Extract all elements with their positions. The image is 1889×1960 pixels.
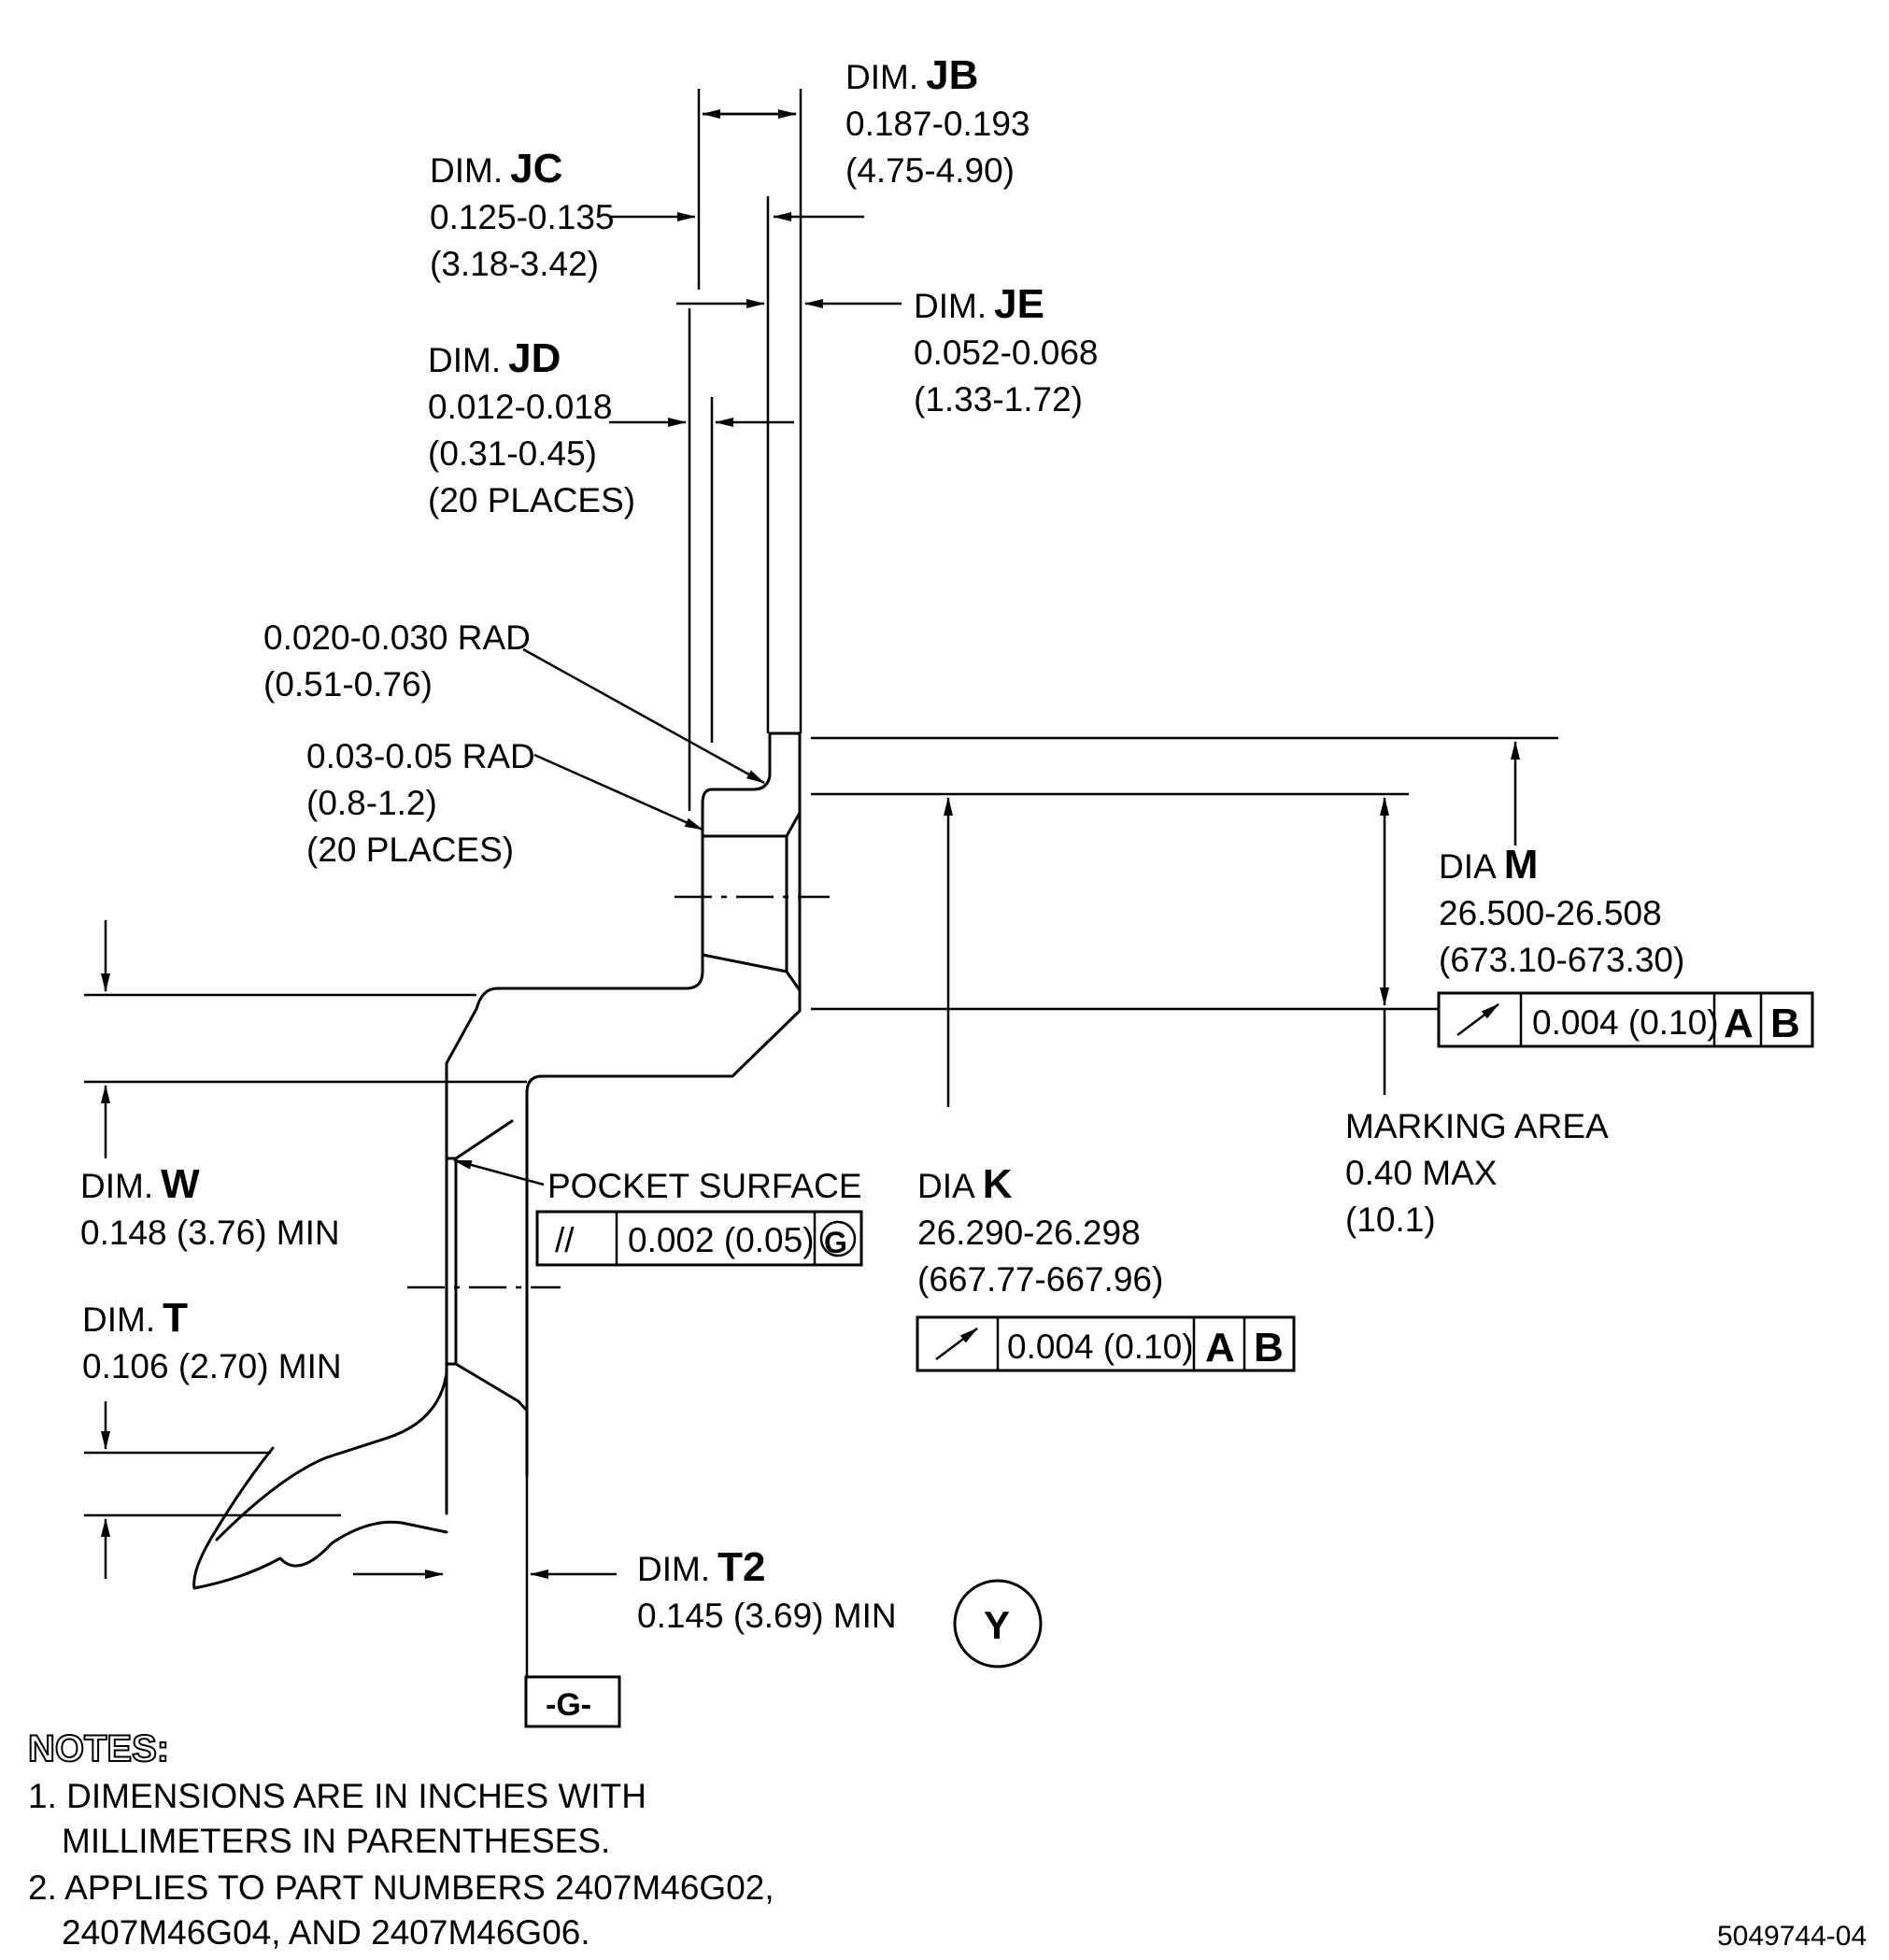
dim-jd-mm: (0.31-0.45) xyxy=(428,434,597,473)
runout-arrow-icon xyxy=(1456,1003,1499,1036)
parallelism-icon: // xyxy=(555,1221,575,1259)
datum-g-circle-icon xyxy=(819,1220,857,1257)
dia-m-mm: (673.10-673.30) xyxy=(1439,941,1684,979)
dim-jd-places: (20 PLACES) xyxy=(428,481,635,519)
body-break xyxy=(192,1371,448,1590)
dia-m-inch: 26.500-26.508 xyxy=(1439,894,1662,932)
fcf-m-datum-a: A xyxy=(1724,1001,1754,1046)
dim-je-inch: 0.052-0.068 xyxy=(914,334,1099,372)
fcf-m-datum-b: B xyxy=(1770,1001,1800,1046)
note-1b: MILLIMETERS IN PARENTHESES. xyxy=(62,1822,610,1860)
dim-jd-label: DIM.JD xyxy=(428,335,561,381)
dim-t-value: 0.106 (2.70) MIN xyxy=(82,1347,342,1385)
note-1a: 1. DIMENSIONS ARE IN INCHES WITH xyxy=(28,1777,646,1815)
fcf-m-tolerance: 0.004 (0.10) xyxy=(1532,1003,1719,1042)
extension-lines xyxy=(84,89,1558,1677)
dim-jc-inch: 0.125-0.135 xyxy=(430,198,615,236)
pocket-surface-label: POCKET SURFACE xyxy=(547,1167,862,1205)
dim-w-value: 0.148 (3.76) MIN xyxy=(80,1214,340,1252)
fcf-k-datum-b: B xyxy=(1254,1325,1284,1371)
fcf-runout-k: 0.004 (0.10) A B xyxy=(916,1315,1296,1372)
fcf-parallelism: // 0.002 (0.05) G xyxy=(535,1210,863,1267)
fcf-k-datum-a: A xyxy=(1205,1325,1235,1371)
rad2-mm: (0.8-1.2) xyxy=(306,784,437,822)
bolt-hole-upper xyxy=(701,811,802,992)
flange-outline xyxy=(525,731,802,1478)
dim-jc-label: DIM.JC xyxy=(430,146,562,192)
dim-jc-mm: (3.18-3.42) xyxy=(430,245,599,283)
view-y-label: Y xyxy=(984,1603,1010,1647)
dim-t2-value: 0.145 (3.69) MIN xyxy=(637,1597,897,1635)
fcf-runout-m: 0.004 (0.10) A B xyxy=(1437,991,1814,1048)
note-2b: 2407M46G04, AND 2407M46G06. xyxy=(62,1913,590,1952)
rad2-inch: 0.03-0.05 RAD xyxy=(306,737,535,775)
dim-je-mm: (1.33-1.72) xyxy=(914,380,1083,419)
dia-k-mm: (667.77-667.96) xyxy=(917,1260,1163,1299)
marking-area-label: MARKING AREA xyxy=(1345,1107,1609,1145)
drawing-number: 5049744-04 xyxy=(1717,1921,1867,1952)
rad2-places: (20 PLACES) xyxy=(306,831,514,869)
dim-t-label: DIM.T xyxy=(82,1295,188,1341)
dim-t2-label: DIM.T2 xyxy=(637,1544,765,1590)
dia-k-inch: 26.290-26.298 xyxy=(917,1214,1141,1252)
flange-inner-outline xyxy=(445,731,772,1515)
fcf-pocket-datum: G xyxy=(824,1226,847,1259)
dim-jb-inch: 0.187-0.193 xyxy=(845,105,1030,143)
marking-area-max: 0.40 MAX xyxy=(1345,1154,1497,1192)
rad1-mm: (0.51-0.76) xyxy=(263,665,433,703)
fcf-pocket-tolerance: 0.002 (0.05) xyxy=(628,1221,815,1259)
dim-jb-label: DIM.JB xyxy=(845,52,978,98)
dim-jb-mm: (4.75-4.90) xyxy=(845,151,1015,190)
notes-title: NOTES: xyxy=(28,1728,169,1769)
dimension-arrows xyxy=(101,109,1520,1579)
datum-g-label: -G- xyxy=(546,1687,591,1723)
dim-jd-inch: 0.012-0.018 xyxy=(428,388,613,426)
datum-g-feature: -G- xyxy=(524,1675,621,1728)
note-2a: 2. APPLIES TO PART NUMBERS 2407M46G02, xyxy=(28,1868,774,1907)
marking-area-mm: (10.1) xyxy=(1345,1200,1436,1239)
rad1-inch: 0.020-0.030 RAD xyxy=(263,618,531,657)
view-y-circle xyxy=(953,1579,1043,1669)
dim-w-label: DIM.W xyxy=(80,1161,200,1207)
pocket-outline xyxy=(445,1119,529,1413)
fcf-k-tolerance: 0.004 (0.10) xyxy=(1007,1328,1194,1366)
dim-je-label: DIM.JE xyxy=(914,281,1044,327)
part-outline xyxy=(192,731,802,1590)
runout-arrow-icon xyxy=(935,1328,978,1360)
